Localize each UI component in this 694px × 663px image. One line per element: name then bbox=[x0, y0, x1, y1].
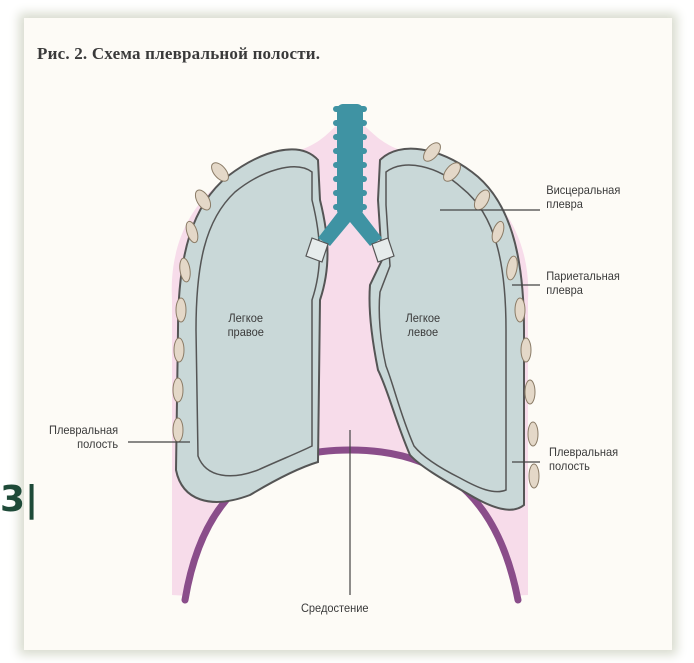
label-lung-right: Легкое правое bbox=[228, 312, 264, 340]
label-visceral-pleura: Висцеральная плевра bbox=[546, 184, 620, 212]
label-parietal-pleura: Париетальная плевра bbox=[546, 270, 620, 298]
label-pleural-cavity-right: Плевральная полость bbox=[549, 446, 618, 474]
label-lung-left: Легкое левое bbox=[406, 312, 441, 340]
label-mediastinum: Средостение bbox=[301, 602, 369, 616]
figure-title: Рис. 2. Схема плевральной полости. bbox=[37, 44, 320, 64]
label-pleural-cavity-left: Плевральная полость bbox=[49, 424, 118, 452]
